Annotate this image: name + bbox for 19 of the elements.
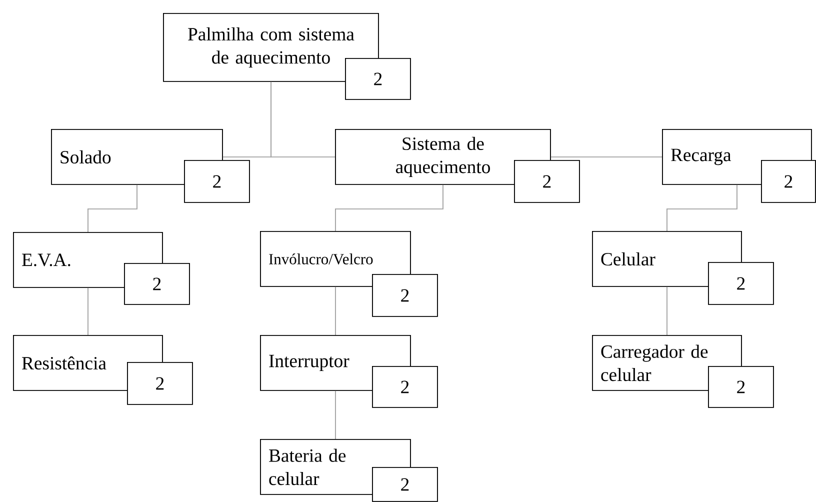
quantity-box: 2 — [345, 58, 411, 100]
quantity-box: 2 — [372, 366, 438, 408]
connector-line — [270, 81, 336, 158]
quantity-box: 2 — [372, 274, 438, 317]
quantity-box: 2 — [184, 160, 250, 203]
connector-line — [666, 286, 668, 336]
connector-line — [335, 286, 336, 336]
quantity-box: 2 — [761, 160, 816, 203]
quantity-box: 2 — [372, 467, 438, 502]
connector-line — [335, 390, 336, 440]
connector-line — [88, 184, 138, 232]
quantity-box: 2 — [708, 262, 774, 305]
connector-line — [666, 184, 738, 232]
quantity-box: 2 — [708, 366, 774, 408]
quantity-box: 2 — [514, 160, 580, 203]
quantity-box: 2 — [127, 362, 193, 405]
connector-line — [550, 156, 662, 158]
connector-line — [335, 184, 444, 232]
quantity-box: 2 — [124, 263, 190, 305]
